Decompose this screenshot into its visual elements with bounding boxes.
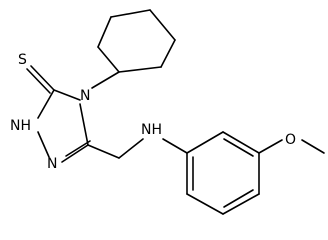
triazole-ring xyxy=(37,89,91,163)
aryl-o-bond xyxy=(258,139,283,154)
ring-n-label: N xyxy=(80,88,90,104)
amine-label: NH xyxy=(141,122,162,138)
ch2-nh-bond xyxy=(118,138,144,159)
ring-n-bottom-label: N xyxy=(47,156,57,172)
nh-aryl-bond xyxy=(162,138,188,154)
ch2-bond xyxy=(87,144,120,159)
benzene-ring xyxy=(186,131,260,215)
structure-canvas: S N NH N NH O xyxy=(10,9,325,215)
cyclohexyl-n-bond xyxy=(91,71,120,89)
sulfur-label: S xyxy=(18,52,27,68)
cyclohexyl-ring xyxy=(97,9,176,73)
ring-nh-label: NH xyxy=(10,118,31,134)
thione-double-bond xyxy=(26,65,55,94)
o-methyl-bond xyxy=(301,139,325,154)
methoxy-oxygen-label: O xyxy=(285,132,296,148)
chemical-structure: S N NH N NH O xyxy=(10,9,325,215)
